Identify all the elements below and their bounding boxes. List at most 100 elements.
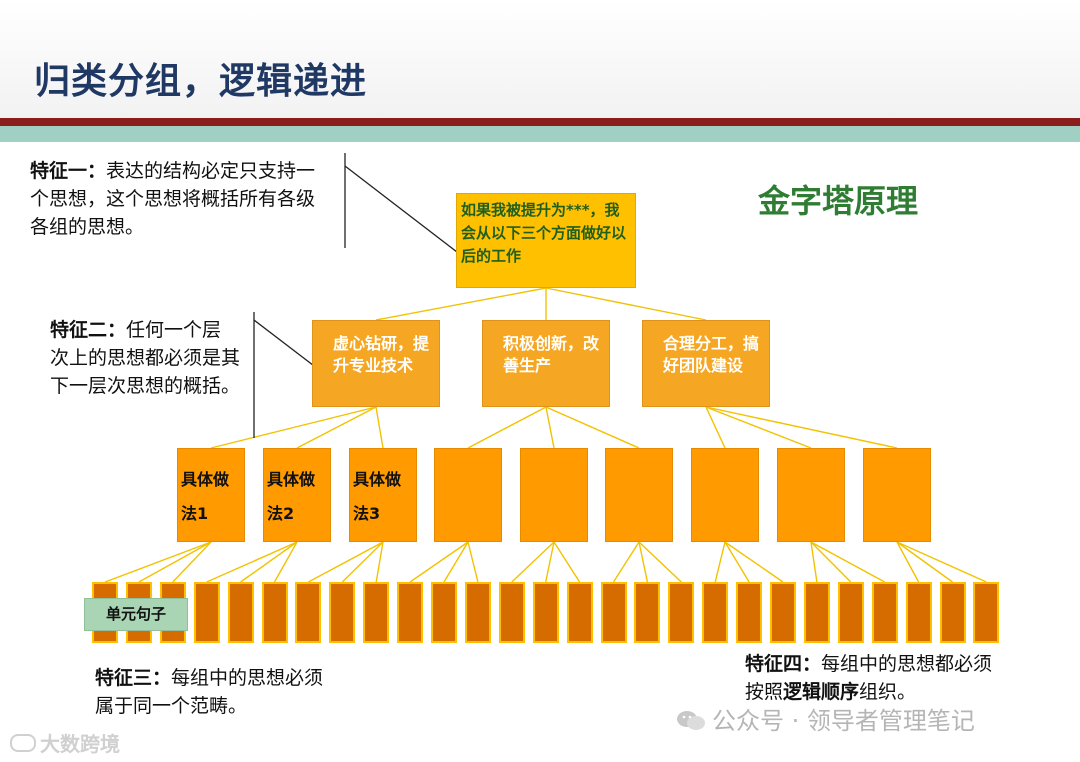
feature-two: 特征二：任何一个层次上的思想都必须是其下一层次思想的概括。	[50, 316, 240, 400]
connector-l2-l3-1	[210, 406, 377, 449]
level3-node-1-line2: 法1	[181, 504, 209, 523]
level4-node-13	[498, 582, 525, 643]
feature-four-text-after: 组织。	[859, 681, 917, 703]
level3-node-2-line2: 法2	[267, 504, 295, 523]
level3-node-2: 具体做 法2	[263, 448, 331, 542]
feature-four: 特征四：每组中的思想都必须按照逻辑顺序组织。	[745, 650, 1005, 706]
feature-one-text: 表达的结构必定只支持一个思想，这个思想将概括所有各级各组的思想。	[30, 160, 316, 238]
connector-l2-l3-9	[705, 406, 898, 449]
wechat-watermark-text: 公众号 · 领导者管理笔记	[712, 707, 975, 735]
level4-node-8	[329, 582, 356, 643]
level3-node-9	[863, 448, 931, 542]
level4-node-10	[397, 582, 424, 643]
feature2-pointer	[253, 319, 323, 373]
level4-node-25	[905, 582, 932, 643]
level3-node-6	[605, 448, 673, 542]
feature-three-text: 每组中的思想必须属于同一个范畴。	[95, 667, 324, 717]
connector-l2-l3-2	[296, 406, 377, 449]
connector-l2-l3-6	[545, 406, 640, 449]
slide-title: 归类分组，逻辑递进	[34, 61, 368, 102]
level4-node-6	[261, 582, 288, 643]
level4-node-22	[803, 582, 830, 643]
connector-l3-l4-21	[724, 541, 784, 583]
header-band-red	[0, 118, 1080, 126]
connector-l3-l4-3	[172, 541, 212, 583]
connector-l2-l3-3	[375, 406, 384, 449]
feature-two-text: 任何一个层次上的思想都必须是其下一层次思想的概括。	[50, 319, 241, 397]
connector-l3-l4-19	[714, 541, 726, 583]
connector-l3-l4-25	[896, 541, 920, 583]
level3-node-3-line2: 法3	[353, 504, 381, 523]
level4-node-23	[837, 582, 864, 643]
connector-l2-l3-7	[705, 406, 726, 449]
level4-node-7	[295, 582, 322, 643]
feature-four-text-before: 每组中的思想都必须按照	[745, 653, 993, 703]
level2-node-3: 合理分工，搞好团队建设	[642, 320, 770, 407]
feature-two-label: 特征二：	[50, 319, 127, 341]
level4-node-15	[566, 582, 593, 643]
level3-node-7	[691, 448, 759, 542]
level4-node-4	[193, 582, 220, 643]
connector-l3-l4-16	[612, 541, 640, 583]
connector-l2-l3-5	[545, 406, 555, 449]
connector-l3-l4-2	[138, 541, 212, 583]
connector-l3-l4-1	[104, 541, 212, 583]
pyramid-root-node: 如果我被提升为***，我会从以下三个方面做好以后的工作	[456, 193, 636, 288]
connector-l3-l4-11	[443, 541, 469, 583]
level3-node-1: 具体做 法1	[177, 448, 245, 542]
level4-node-18	[668, 582, 695, 643]
connector-l3-l4-23	[810, 541, 852, 583]
connector-l3-l4-6	[273, 541, 298, 583]
connector-l3-l4-8	[341, 541, 384, 583]
level4-node-14	[532, 582, 559, 643]
level4-node-11	[431, 582, 457, 643]
connector-root-l2-3	[545, 287, 707, 321]
feature-three: 特征三：每组中的思想必须属于同一个范畴。	[95, 664, 335, 720]
slide-header	[0, 0, 1080, 118]
connector-l2-l3-8	[705, 406, 812, 449]
connector-l3-l4-27	[896, 541, 987, 583]
brand-logo-icon	[10, 734, 36, 752]
level3-node-1-line1: 具体做	[181, 470, 230, 489]
connector-l3-l4-14	[545, 541, 555, 583]
connector-l3-l4-15	[553, 541, 581, 583]
feature-one-label: 特征一：	[30, 160, 107, 182]
connector-l3-l4-17	[638, 541, 649, 583]
feature-three-label: 特征三：	[95, 667, 172, 689]
connector-l3-l4-4	[206, 541, 298, 583]
level3-node-2-line1: 具体做	[267, 470, 316, 489]
level4-node-9	[363, 582, 390, 643]
level4-node-16	[600, 582, 627, 643]
connector-l3-l4-12	[467, 541, 479, 583]
connector-l3-l4-20	[724, 541, 750, 583]
connector-l3-l4-10	[409, 541, 469, 583]
level2-node-1: 虚心钻研，提升专业技术	[312, 320, 440, 407]
feature1-pointer	[344, 165, 471, 263]
unit-sentence-label: 单元句子	[84, 598, 188, 631]
feature-one: 特征一：表达的结构必定只支持一个思想，这个思想将概括所有各级各组的思想。	[30, 157, 330, 241]
level3-node-4	[434, 448, 502, 542]
level2-node-2: 积极创新，改善生产	[482, 320, 610, 407]
connector-l3-l4-13	[511, 541, 555, 583]
level4-node-20	[736, 582, 763, 643]
brand-watermark-text: 大数跨境	[40, 732, 120, 756]
wechat-icon	[677, 711, 705, 730]
connector-l2-l3-4	[467, 406, 547, 449]
level4-node-21	[770, 582, 796, 643]
connector-l3-l4-9	[375, 541, 384, 583]
level4-node-12	[464, 582, 491, 643]
level4-node-5	[227, 582, 254, 643]
level4-node-17	[634, 582, 661, 643]
level4-node-27	[973, 582, 1000, 643]
feature-four-label: 特征四：	[745, 653, 822, 675]
brand-watermark: 大数跨境	[10, 728, 120, 757]
connector-l3-l4-22	[810, 541, 818, 583]
connector-l3-l4-24	[810, 541, 886, 583]
connector-l3-l4-26	[896, 541, 953, 583]
level3-node-3: 具体做 法3	[349, 448, 417, 542]
level3-node-8	[777, 448, 845, 542]
feature-four-text-bold: 逻辑顺序	[783, 681, 860, 703]
pyramid-principle-label: 金字塔原理	[758, 182, 919, 220]
connector-root-l2-1	[375, 287, 547, 321]
